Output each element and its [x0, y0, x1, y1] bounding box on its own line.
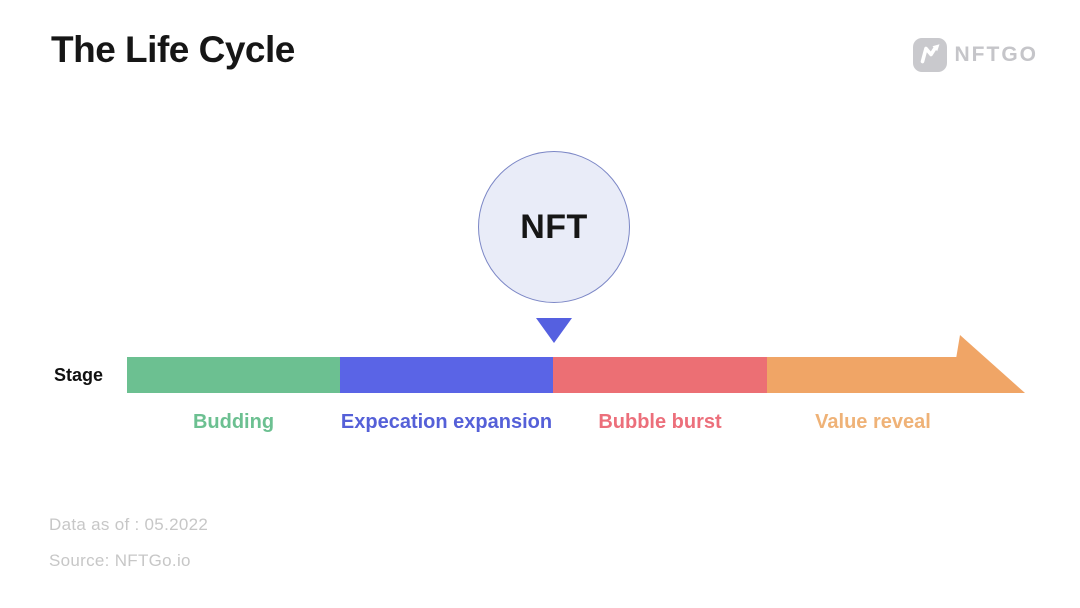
stage-bar-value-reveal — [767, 357, 958, 393]
stage-axis-label: Stage — [54, 365, 104, 385]
pointer-triangle-icon — [536, 318, 572, 343]
nft-bubble-label: NFT — [520, 207, 588, 246]
source-text: Source: NFTGo.io — [49, 551, 191, 570]
nft-bubble: NFT — [478, 151, 630, 303]
stage-bar-expectation-expansion — [340, 357, 553, 393]
stage-label-budding: Budding — [192, 411, 275, 433]
stage-bar-budding — [127, 357, 340, 393]
stage-arrowhead-icon — [956, 335, 1025, 393]
stage-label-value-reveal: Value reveal — [815, 411, 931, 433]
stage-label-bubble-burst: Bubble burst — [598, 411, 722, 433]
data-as-of-text: Data as of : 05.2022 — [49, 515, 209, 534]
stage-bar-bubble-burst — [553, 357, 767, 393]
nftgo-logo: NFTGO — [912, 38, 1039, 72]
nftgo-logo-icon — [912, 38, 947, 72]
nftgo-logo-text: NFTGO — [954, 43, 1038, 66]
stage-label-expectation-expansion: Expecation expansion — [340, 411, 553, 433]
page-title: The Life Cycle — [51, 29, 295, 70]
